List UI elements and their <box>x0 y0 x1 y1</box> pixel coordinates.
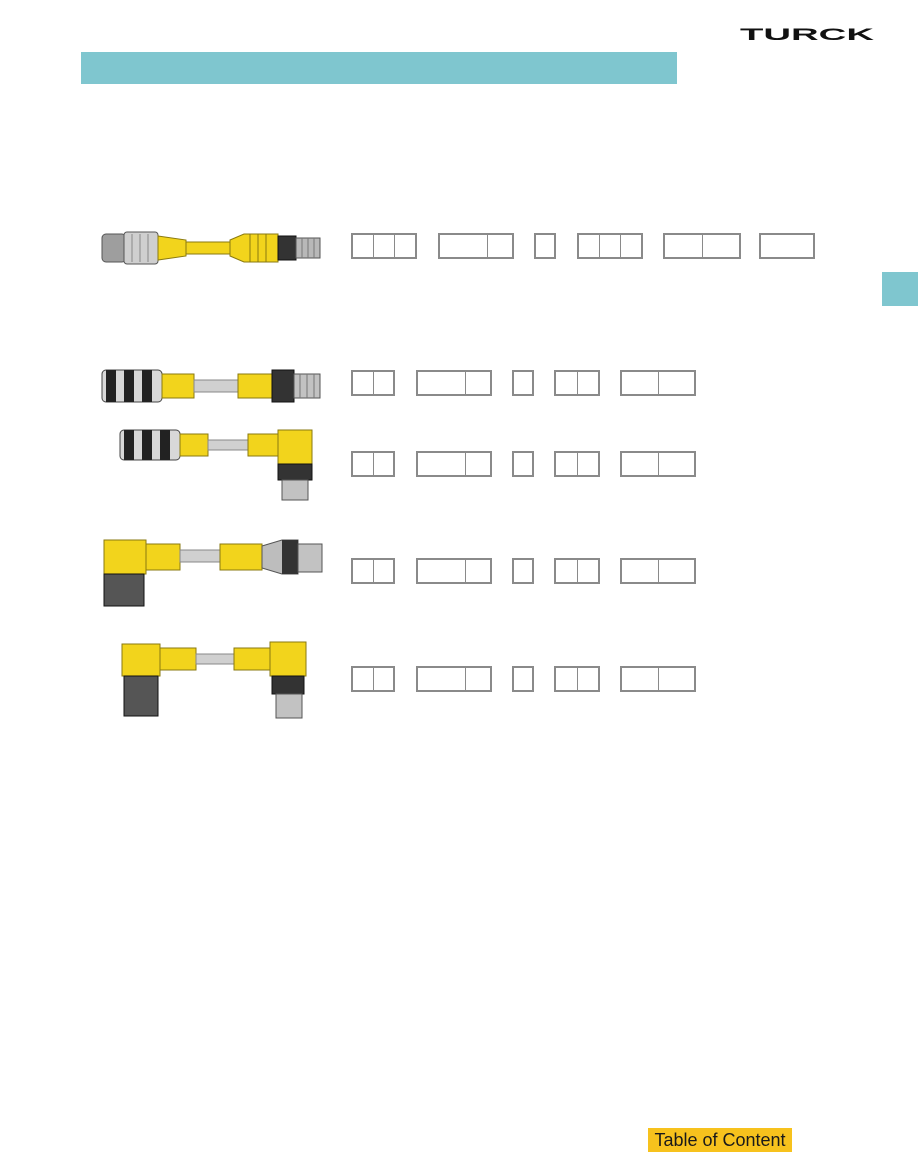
code-cell <box>556 668 577 690</box>
code-cell <box>576 668 599 690</box>
code-cell <box>372 372 394 394</box>
code-cell <box>599 235 620 257</box>
code-box-row4-group3 <box>512 558 534 584</box>
code-cell <box>372 560 394 582</box>
code-cell <box>579 235 599 257</box>
code-cell <box>622 453 658 475</box>
code-box-row1-group1 <box>351 233 417 259</box>
code-box-row1-group3 <box>534 233 556 259</box>
code-cell <box>514 668 532 690</box>
code-cell <box>353 235 373 257</box>
header-band <box>81 52 677 84</box>
code-cell <box>418 372 465 394</box>
code-box-row2-group4 <box>554 370 600 396</box>
code-cell <box>353 560 373 582</box>
code-cell <box>620 235 641 257</box>
code-box-row1-group4 <box>577 233 643 259</box>
code-box-row2-group1 <box>351 370 395 396</box>
code-cell <box>622 560 658 582</box>
code-cell <box>372 668 394 690</box>
code-box-row4-group4 <box>554 558 600 584</box>
code-cell <box>372 453 394 475</box>
code-box-row1-group2 <box>438 233 514 259</box>
code-box-row1-group5 <box>663 233 741 259</box>
code-cell <box>701 235 740 257</box>
code-box-row3-group3 <box>512 451 534 477</box>
logo-text: TURCK <box>740 27 874 41</box>
cable-image-5 <box>121 641 307 719</box>
code-cell <box>465 453 490 475</box>
code-cell <box>440 235 487 257</box>
code-cell <box>657 372 695 394</box>
code-cell <box>514 372 532 394</box>
code-box-row3-group2 <box>416 451 492 477</box>
code-box-row5-group2 <box>416 666 492 692</box>
code-cell <box>487 235 512 257</box>
code-cell <box>418 668 465 690</box>
code-cell <box>576 453 599 475</box>
code-cell <box>465 668 490 690</box>
code-box-row5-group1 <box>351 666 395 692</box>
code-cell <box>622 372 658 394</box>
code-box-row5-group5 <box>620 666 696 692</box>
code-cell <box>418 560 465 582</box>
code-cell <box>657 668 695 690</box>
code-cell <box>657 453 695 475</box>
code-box-row3-group5 <box>620 451 696 477</box>
code-cell <box>556 560 577 582</box>
cable-image-2 <box>101 369 321 403</box>
turck-logo: TURCK <box>740 27 874 41</box>
code-box-row5-group4 <box>554 666 600 692</box>
code-box-row2-group3 <box>512 370 534 396</box>
code-box-row5-group3 <box>512 666 534 692</box>
code-box-row3-group1 <box>351 451 395 477</box>
code-box-row3-group4 <box>554 451 600 477</box>
code-cell <box>536 235 554 257</box>
code-box-row2-group2 <box>416 370 492 396</box>
code-box-row4-group5 <box>620 558 696 584</box>
code-box-row4-group2 <box>416 558 492 584</box>
code-cell <box>418 453 465 475</box>
code-cell <box>556 372 577 394</box>
code-cell <box>556 453 577 475</box>
code-cell <box>465 372 490 394</box>
code-box-row4-group1 <box>351 558 395 584</box>
code-box-row2-group5 <box>620 370 696 396</box>
code-cell <box>353 668 373 690</box>
code-cell <box>394 235 415 257</box>
code-cell <box>514 560 532 582</box>
code-cell <box>576 372 599 394</box>
code-cell <box>622 668 658 690</box>
code-cell <box>353 372 373 394</box>
code-cell <box>465 560 490 582</box>
code-cell <box>514 453 532 475</box>
code-cell <box>576 560 599 582</box>
cable-image-4 <box>103 539 323 607</box>
section-side-tab[interactable] <box>882 272 918 306</box>
code-cell <box>665 235 702 257</box>
code-box-row1-group6 <box>759 233 815 259</box>
cable-image-3 <box>119 429 313 501</box>
code-cell <box>353 453 373 475</box>
code-cell <box>373 235 394 257</box>
code-cell <box>657 560 695 582</box>
code-cell <box>761 235 813 257</box>
cable-image-1 <box>101 231 321 265</box>
table-of-content-button[interactable]: Table of Content <box>648 1128 792 1152</box>
